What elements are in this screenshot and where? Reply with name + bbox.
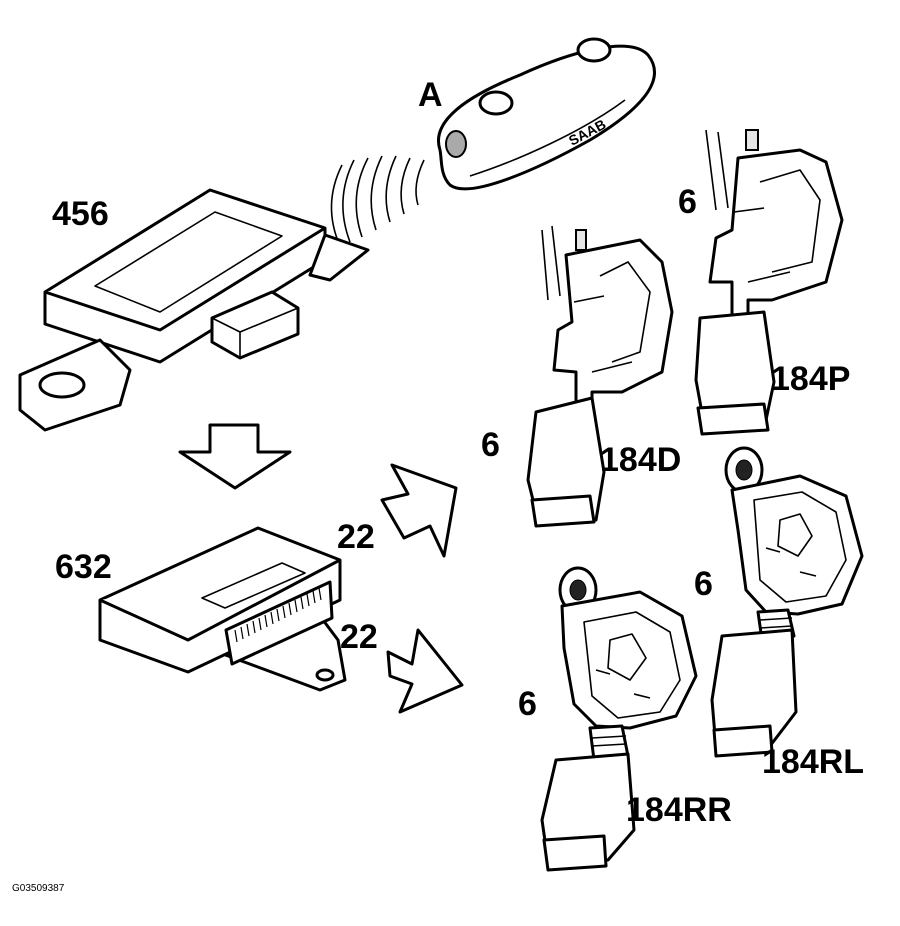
label-motor-driver-6: 6 (481, 426, 500, 464)
label-remote-a: A (418, 76, 443, 114)
label-motor-rear-right-6: 6 (518, 685, 537, 723)
door-lock-passenger (694, 129, 844, 436)
door-lock-rear-left (710, 446, 864, 758)
label-receiver-456: 456 (52, 195, 109, 233)
connector-pins (234, 587, 322, 643)
upper-arrow (380, 463, 458, 558)
door-lock-rear-right (540, 566, 698, 872)
radio-signal-waves (330, 155, 425, 247)
down-arrow (178, 423, 292, 490)
label-lock-184p: 184P (771, 360, 851, 398)
figure-code: G03509387 (12, 883, 65, 894)
lock-button (576, 37, 612, 63)
label-link-upper-22: 22 (337, 518, 375, 556)
label-lock-184rl: 184RL (762, 743, 865, 781)
remote-key-fob: SAAB (437, 37, 656, 191)
label-lock-184rr: 184RR (626, 791, 732, 829)
label-motor-rear-left-6: 6 (694, 565, 713, 603)
trunk-button (445, 130, 467, 158)
label-motor-passenger-6: 6 (678, 183, 697, 221)
label-link-lower-22: 22 (340, 618, 378, 656)
label-lock-184d: 184D (600, 441, 682, 479)
receiver-module (18, 188, 370, 432)
unlock-button (478, 90, 514, 116)
control-module (98, 526, 347, 692)
door-lock-driver (526, 225, 674, 528)
lower-arrow (386, 628, 464, 714)
label-control-module-632: 632 (55, 548, 112, 586)
